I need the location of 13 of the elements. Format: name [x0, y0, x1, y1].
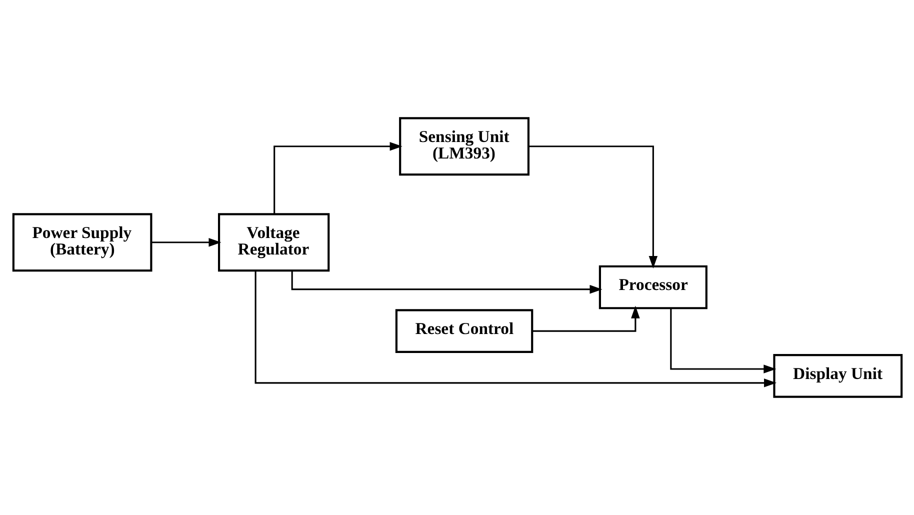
node-box: Reset Control	[394, 309, 533, 353]
node-box: Sensing Unit (LM393)	[398, 117, 529, 176]
arrow	[273, 142, 402, 214]
arrow	[532, 306, 640, 332]
arrow	[670, 308, 776, 374]
node-box: Power Supply (Battery)	[12, 213, 152, 272]
node-box: Voltage Regulator	[217, 213, 330, 272]
arrow	[528, 146, 658, 269]
node-box: Processor	[598, 265, 707, 310]
node-box: Display Unit	[772, 354, 902, 398]
arrow	[254, 270, 776, 388]
arrow	[150, 238, 221, 247]
arrow	[290, 270, 602, 294]
